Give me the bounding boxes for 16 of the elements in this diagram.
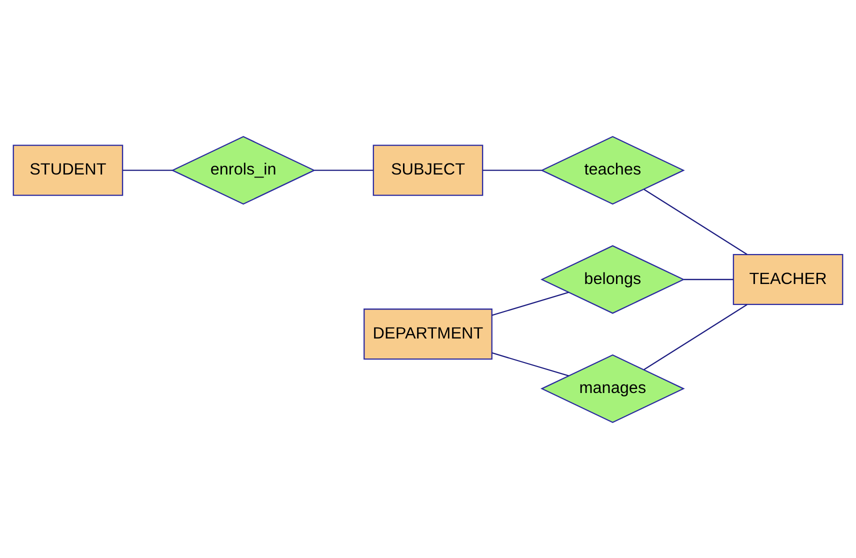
node-diamond: enrols_in: [171, 136, 316, 204]
node-box: TEACHER: [732, 253, 844, 305]
node-diamond: teaches: [540, 136, 685, 204]
connector: [644, 188, 748, 254]
node-diamond: manages: [540, 354, 685, 422]
node-box: SUBJECT: [372, 144, 484, 196]
connector: [482, 169, 542, 170]
connector: [122, 169, 172, 170]
connector: [684, 278, 734, 280]
node-box: DEPARTMENT: [364, 308, 492, 360]
node-box: STUDENT: [12, 144, 124, 196]
connector: [644, 304, 748, 370]
node-diamond: belongs: [540, 244, 685, 314]
connector: [492, 352, 569, 376]
connector: [492, 291, 569, 316]
connector: [314, 169, 374, 170]
